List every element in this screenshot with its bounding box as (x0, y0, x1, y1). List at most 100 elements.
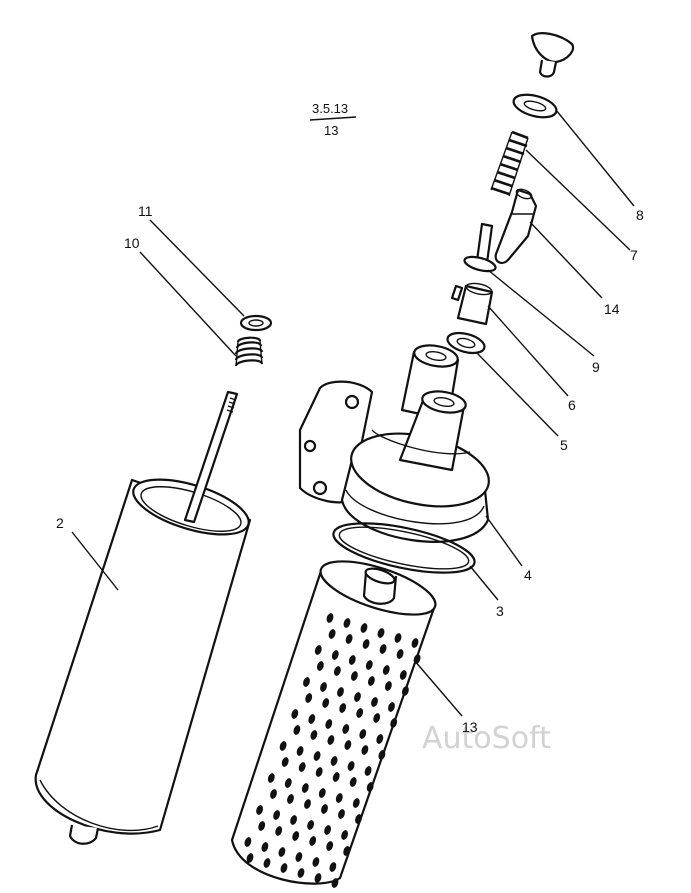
perforation-dot (305, 693, 313, 703)
perforation-dot (307, 820, 315, 830)
perforation-dot (331, 650, 339, 660)
perforation-dot (342, 724, 350, 734)
perforation-dot (246, 853, 254, 863)
perforation-dot (355, 814, 362, 824)
perforation-dot (298, 762, 306, 772)
perforation-dot (396, 649, 404, 659)
perforation-dot (304, 799, 311, 809)
leader-line-2 (71, 531, 119, 591)
perforation-dot (377, 628, 385, 638)
part-11-washer (239, 314, 273, 332)
perforation-dot (284, 778, 292, 788)
perforation-dot (333, 666, 341, 676)
perforation-dot (359, 729, 367, 739)
perforation-dot (382, 665, 390, 675)
perforation-dot (321, 804, 328, 814)
perforation-dot (318, 788, 326, 798)
callout-3: 3 (496, 603, 504, 619)
perforation-dot (270, 789, 277, 799)
perforation-dot (362, 639, 370, 649)
watermark-text: AutoSoft (422, 721, 551, 756)
reference-fraction: 3.5.13 13 (309, 101, 357, 138)
perforation-dot (267, 773, 275, 783)
perforation-dot (366, 782, 374, 792)
perforation-dot (324, 825, 332, 835)
perforation-dot (310, 730, 318, 740)
perforation-dot (331, 878, 339, 888)
leader-line-4 (485, 515, 523, 567)
leader-line-9 (487, 269, 595, 357)
callout-13: 13 (462, 719, 478, 735)
part-10-spring (234, 336, 264, 367)
part-5-washer (446, 331, 486, 355)
perforation-dot (279, 741, 287, 751)
perforation-dot (345, 634, 353, 644)
callout-10: 10 (124, 235, 140, 251)
leader-line-14 (529, 221, 603, 299)
callout-9: 9 (592, 359, 600, 375)
callout-6: 6 (568, 397, 576, 413)
perforation-dot (337, 687, 344, 697)
perforation-dot (258, 821, 266, 831)
perforation-dot (367, 676, 375, 686)
perforation-dot (308, 714, 316, 724)
perforation-dot (309, 836, 317, 846)
perforation-dot (329, 862, 337, 872)
callout-2: 2 (56, 515, 64, 531)
leader-line-3 (469, 565, 499, 601)
perforation-dot (296, 746, 304, 756)
perforation-dot (343, 846, 351, 856)
perforation-dot (295, 852, 303, 862)
perforation-dot (350, 671, 358, 681)
perforation-dot (290, 815, 298, 825)
perforation-dot (394, 633, 402, 643)
perforation-dot (349, 777, 357, 787)
perforation-dot (328, 629, 336, 639)
reference-fraction-bar (309, 116, 357, 121)
perforation-dot (399, 670, 407, 680)
perforation-dot (390, 718, 398, 728)
perforation-dot (280, 863, 288, 873)
leader-line-5 (475, 351, 559, 437)
perforation-dot (339, 703, 347, 713)
perforation-dot (388, 702, 395, 712)
perforation-dot (348, 655, 356, 665)
perforation-dot (360, 623, 368, 633)
part-8-cap (530, 32, 575, 78)
perforation-dot (326, 613, 334, 623)
part-13-filter-element (230, 560, 437, 888)
perforation-dot (330, 756, 338, 766)
callout-5: 5 (560, 437, 568, 453)
perforation-dot (344, 740, 352, 750)
perforation-dot (411, 638, 419, 648)
callout-8: 8 (636, 207, 644, 223)
perforation-dot (327, 735, 335, 745)
perforation-dot (303, 677, 310, 687)
leader-line-8 (555, 109, 635, 207)
part-14-plunger (494, 188, 538, 264)
perforation-dot (322, 698, 330, 708)
perforation-dot (278, 847, 286, 857)
perforation-dot (256, 805, 264, 815)
perforation-dot (293, 725, 301, 735)
reference-denominator: 13 (324, 123, 338, 138)
perforation-dot (379, 644, 387, 654)
perforation-dot (335, 793, 343, 803)
perforation-dot (281, 757, 289, 767)
perforation-dot (332, 772, 340, 782)
perforation-dot (314, 873, 322, 883)
perforation-dot (275, 826, 283, 836)
perforation-dot (312, 857, 320, 867)
perforation-dot (316, 661, 324, 671)
perforation-dot (326, 841, 334, 851)
perforation-dot (314, 645, 322, 655)
leader-line-13 (413, 659, 463, 717)
perforation-dot (301, 783, 309, 793)
perforation-dot (292, 831, 300, 841)
perforation-dot (263, 858, 271, 868)
perforation-dot (361, 745, 369, 755)
perforation-dot (291, 709, 299, 719)
perforation-dot (401, 686, 409, 696)
part-6-sleeve (450, 282, 494, 326)
